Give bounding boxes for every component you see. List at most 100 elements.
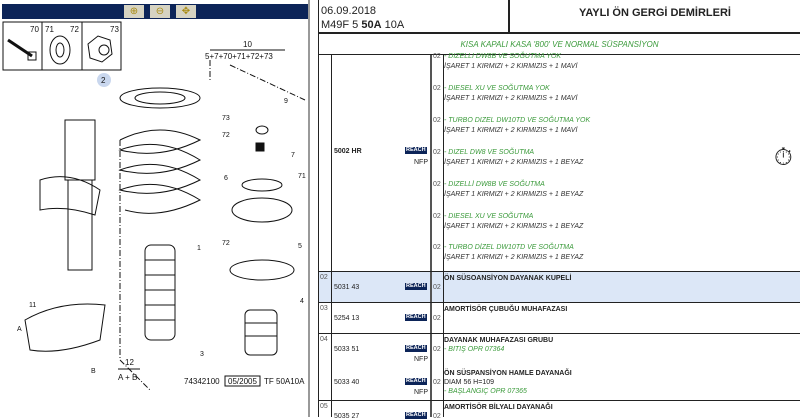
- variant-qty: 02: [433, 85, 441, 92]
- variant-marking: İŞARET 1 KIRMIZI + 2 KIRMIZIS + 1 BEYAZ: [444, 223, 584, 230]
- header-info: 06.09.2018 M49F 5 50A 10A: [318, 0, 510, 34]
- callout-7[interactable]: 7: [291, 152, 295, 159]
- hardware-inset: 70 71 72 73: [2, 21, 122, 71]
- model-bold: 50A: [361, 19, 382, 31]
- description: DAYANAK MUHAFAZASI GRUBU: [444, 337, 554, 344]
- zoom-out-icon: ⊖: [155, 6, 165, 17]
- sub-number: 12: [125, 358, 134, 367]
- callout-A[interactable]: A: [17, 326, 22, 333]
- row-divider: [318, 333, 800, 334]
- spring-and-strut: [24, 60, 306, 391]
- callout-71b[interactable]: 71: [298, 173, 306, 180]
- variant-name: - TURBO DİZEL DW10TD VE SOĞUTMA: [444, 244, 574, 251]
- variant-qty: 02: [433, 53, 441, 60]
- model-suffix: 10A: [384, 19, 405, 31]
- variant-marking: İŞARET 1 KIRMIZI + 2 KIRMIZIS + 1 BEYAZ: [444, 191, 584, 198]
- row-divider: [318, 302, 800, 303]
- date: 06.09.2018: [321, 5, 377, 17]
- variant-name: - TURBO DIZEL DW10TD VE SOĞUTMA YOK: [444, 117, 591, 124]
- quantity: 02: [433, 346, 441, 353]
- callout-72b[interactable]: 72: [222, 132, 230, 139]
- part-number[interactable]: 5031 43: [334, 284, 360, 291]
- reach-badge: REACH: [405, 314, 427, 321]
- description-detail: DIAM 56 H=109: [444, 379, 494, 386]
- quantity: 02: [433, 315, 441, 322]
- nfp-label: NFP: [414, 159, 428, 166]
- callout-3[interactable]: 3: [200, 351, 204, 358]
- row-divider: [318, 271, 800, 272]
- nfp-label: NFP: [414, 389, 428, 396]
- callout-72c[interactable]: 72: [222, 240, 230, 247]
- variant-qty: 02: [433, 149, 441, 156]
- parts-list-panel: 06.09.2018 M49F 5 50A 10A YAYLI ÖN GERGİ…: [312, 0, 800, 420]
- variant-marking: İŞARET 1 KIRMIZI + 2 KIRMIZIS + 1 MAVİ: [444, 95, 578, 102]
- item-number: 02: [320, 274, 328, 281]
- column-divider: [430, 55, 432, 417]
- zoom-in-button[interactable]: ⊕: [124, 5, 144, 18]
- callout-73b[interactable]: 73: [222, 115, 230, 122]
- variant-marking: İŞARET 1 KIRMIZI + 2 KIRMIZIS + 1 MAVİ: [444, 127, 578, 134]
- section-subtitle: KISA KAPALI KASA '800' VE NORMAL SÜSPANS…: [318, 34, 800, 55]
- item-number: 04: [320, 336, 328, 343]
- exploded-parts-diagram[interactable]: 70 71 72 73 10 5+7+70+71+72+73 2 9 73 72…: [0, 20, 308, 417]
- quantity: 02: [433, 379, 441, 386]
- callout-B[interactable]: B: [91, 368, 96, 375]
- part-number[interactable]: 5033 51: [334, 346, 360, 353]
- column-divider: [443, 55, 444, 417]
- part-number[interactable]: 5033 40: [334, 379, 360, 386]
- column-divider: [318, 55, 319, 417]
- model-code: M49F 5 50A 10A: [321, 18, 506, 32]
- variant-name: - DIESEL XU VE SOĞUTMA: [444, 213, 534, 220]
- range-note: - BITIŞ OPR 07364: [444, 346, 505, 353]
- description: ÖN SÜSOANSİYON DAYANAK KUPELİ: [444, 275, 572, 282]
- nfp-label: NFP: [414, 356, 428, 363]
- description: AMORTİSÖR BİLYALI DAYANAĞI: [444, 404, 553, 411]
- diagram-toolbar: ⊕ ⊖ ✥: [2, 4, 308, 19]
- column-divider: [331, 55, 332, 417]
- item-number: 03: [320, 305, 328, 312]
- variant-qty: 02: [433, 117, 441, 124]
- callout-9[interactable]: 9: [284, 98, 288, 105]
- callout-11[interactable]: 11: [29, 302, 36, 309]
- callout-1[interactable]: 1: [197, 245, 201, 252]
- variant-marking: İŞARET 1 KIRMIZI + 2 KIRMIZIS + 1 BEYAZ: [444, 159, 584, 166]
- description: AMORTİSÖR ÇUBUĞU MUHAFAZASI: [444, 306, 568, 313]
- stopwatch-icon[interactable]: ⏱: [774, 144, 793, 171]
- description: ÖN SÜSPANSİYON HAMLE DAYANAĞI: [444, 370, 572, 377]
- range-note: - BAŞLANGIÇ OPR 07365: [444, 388, 527, 395]
- ref-date: 05/2005: [228, 377, 257, 386]
- variant-marking: İŞARET 1 KIRMIZI + 2 KIRMIZIS + 1 BEYAZ: [444, 254, 584, 261]
- variant-name: - DIZEL DW8 VE SOĞUTMA: [444, 149, 535, 156]
- pan-icon: ✥: [181, 6, 191, 17]
- row-highlight: [318, 272, 800, 303]
- reach-badge: REACH: [405, 147, 427, 154]
- variant-marking: İŞARET 1 KIRMIZI + 2 KIRMIZIS + 1 MAVİ: [444, 63, 578, 70]
- quantity: 02: [433, 284, 441, 291]
- callout-6[interactable]: 6: [224, 175, 228, 182]
- diagram-panel: ⊕ ⊖ ✥ 70 71 72 73 10 5+7+70+71+72+73 2 9…: [0, 0, 310, 417]
- callout-73: 73: [110, 25, 119, 34]
- row-divider: [318, 400, 800, 401]
- callout-71: 71: [45, 25, 54, 34]
- reach-badge: REACH: [405, 345, 427, 352]
- reach-badge: REACH: [405, 378, 427, 385]
- zoom-out-button[interactable]: ⊖: [150, 5, 170, 18]
- callout-72: 72: [70, 25, 79, 34]
- ref-model: TF 50A10A: [264, 377, 305, 386]
- variant-name: - DIZELLI DW8B VE SOĞUTMA YOK: [444, 53, 562, 60]
- part-number[interactable]: 5002 HR: [334, 148, 362, 155]
- model-prefix: M49F 5: [321, 19, 359, 31]
- variant-qty: 02: [433, 213, 441, 220]
- variant-qty: 02: [433, 181, 441, 188]
- callout-4[interactable]: 4: [300, 298, 304, 305]
- zoom-in-icon: ⊕: [129, 6, 139, 17]
- variant-name: - DIESEL XU VE SOĞUTMA YOK: [444, 85, 550, 92]
- pan-button[interactable]: ✥: [176, 5, 196, 18]
- callout-5[interactable]: 5: [298, 243, 302, 250]
- callout-2[interactable]: 2: [101, 76, 106, 85]
- kit-formula: 5+7+70+71+72+73: [205, 52, 273, 61]
- part-number[interactable]: 5254 13: [334, 315, 360, 322]
- reach-badge: REACH: [405, 283, 427, 290]
- variant-qty: 02: [433, 244, 441, 251]
- reach-badge: REACH: [405, 412, 427, 419]
